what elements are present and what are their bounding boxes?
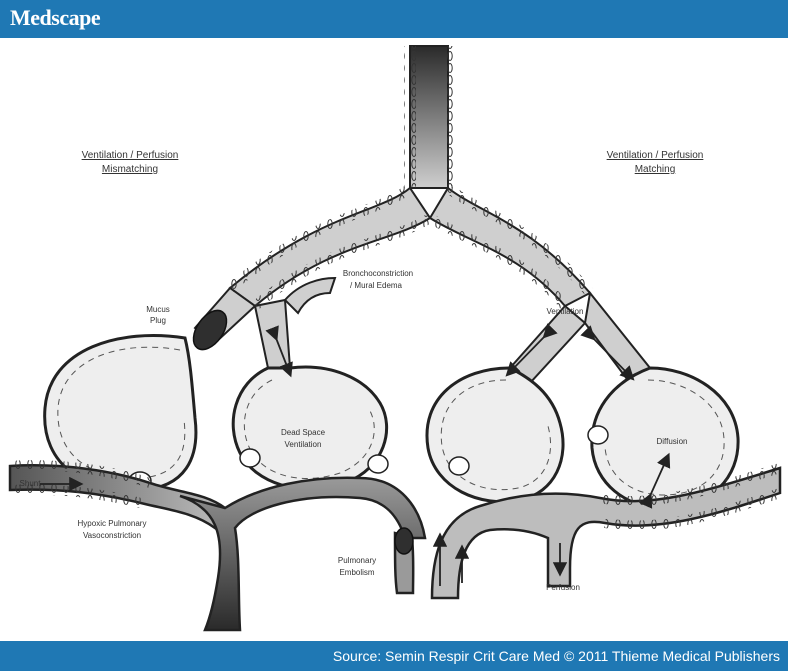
mucus-label-line2: Plug: [150, 316, 166, 325]
bronchoconstriction-line2: / Mural Edema: [350, 281, 403, 290]
embolism-line1: Pulmonary: [338, 556, 376, 565]
left-title-line1: Ventilation / Perfusion: [82, 150, 179, 161]
right-branch-right: [585, 293, 650, 383]
embolism-line2: Embolism: [339, 568, 374, 577]
ventilation-label: Ventilation: [547, 307, 584, 316]
footer-bar: Source: Semin Respir Crit Care Med © 201…: [0, 641, 788, 671]
pulmonary-embolism: [395, 528, 413, 554]
hypoxic-line1: Hypoxic Pulmonary: [78, 519, 147, 528]
vessel-hypoxic: [180, 478, 425, 630]
shunt-label: Shunt: [20, 479, 42, 488]
right-branch-left: [510, 306, 585, 383]
diffusion-label: Diffusion: [657, 437, 688, 446]
left-title-line2: Mismatching: [102, 164, 158, 175]
right-title-line1: Ventilation / Perfusion: [607, 150, 704, 161]
medscape-logo: Medscape: [10, 5, 100, 31]
mucus-label-line1: Mucus: [146, 305, 170, 314]
source-caption: Source: Semin Respir Crit Care Med © 201…: [333, 648, 780, 664]
dead-space-line1: Dead Space: [281, 428, 326, 437]
lung-vq-diagram: Ventilation / Perfusion Mismatching Vent…: [0, 38, 788, 641]
right-title-line2: Matching: [635, 164, 676, 175]
bronchoconstriction-line1: Bronchoconstriction: [343, 269, 413, 278]
hypoxic-line2: Vasoconstriction: [83, 531, 141, 540]
header-bar: Medscape: [0, 0, 788, 38]
left-branch-to-dead-space: [255, 300, 290, 368]
airway-tree: [195, 46, 650, 383]
alveolus-right-1: [427, 368, 563, 502]
right-main-bronchus: [430, 188, 590, 306]
perfusion-label: Perfusion: [546, 583, 580, 592]
dead-space-line2: Ventilation: [285, 440, 322, 449]
